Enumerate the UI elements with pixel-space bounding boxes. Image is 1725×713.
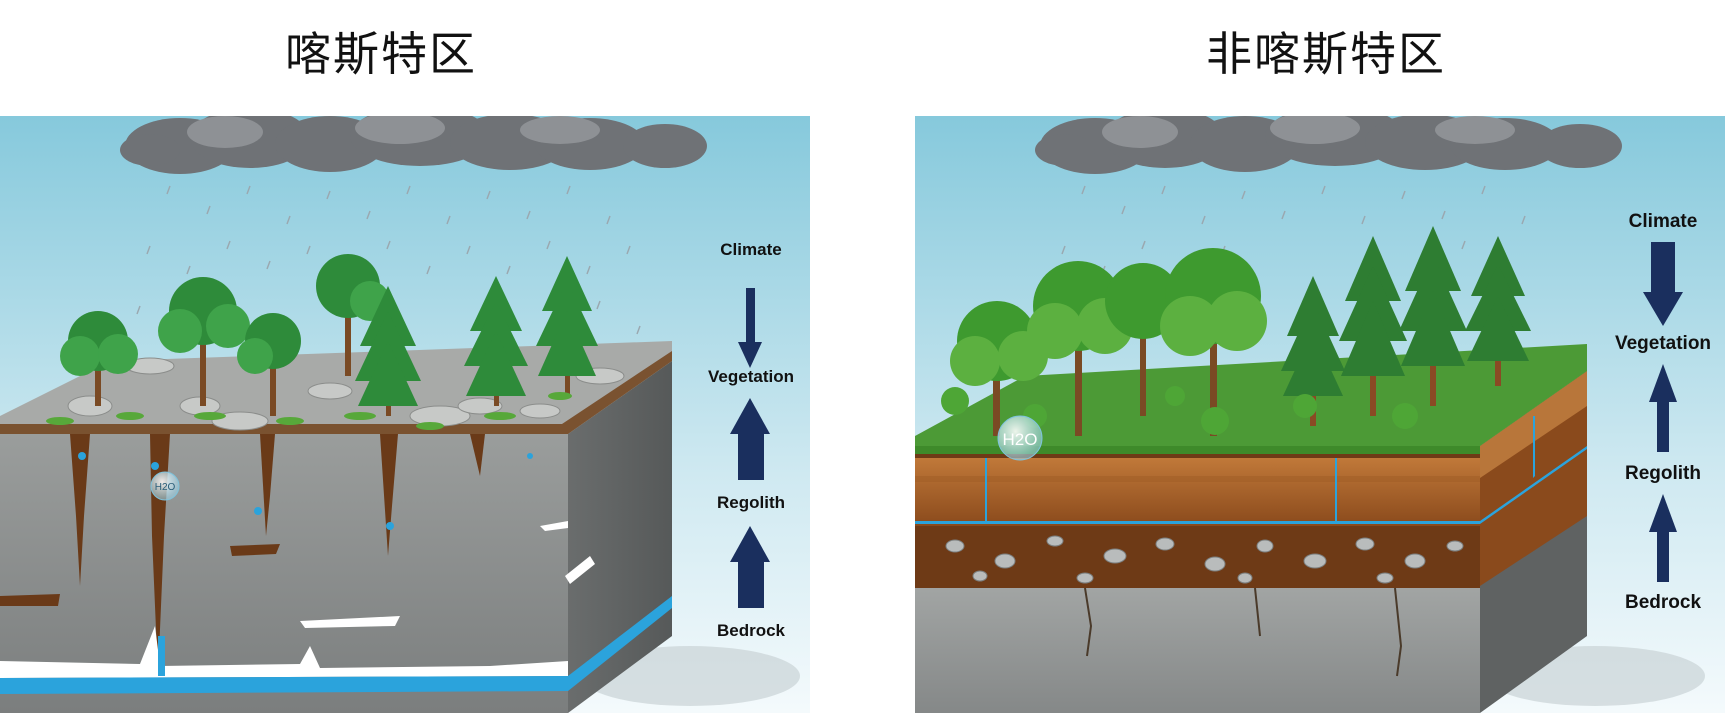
svg-text:H2O: H2O [155,482,176,493]
label-regolith: Regolith [1625,463,1701,484]
forest-trees [950,226,1531,436]
left-panel-title: 喀斯特区 [285,27,477,81]
label-bedrock: Bedrock [1625,592,1701,613]
h2o-bubble-icon: H2O [150,471,180,501]
regolith-soil [915,456,1480,526]
arrow-up-icon [1649,364,1677,452]
underground-water [915,416,1587,524]
grass-surface [915,344,1587,456]
label-vegetation: Vegetation [708,367,794,386]
arrow-up-icon [730,398,770,480]
label-climate: Climate [1629,211,1698,232]
arrow-down-icon [1643,242,1683,326]
karst-caves [0,521,595,678]
bedrock-front [915,586,1480,713]
karst-trees [60,254,598,416]
label-regolith: Regolith [717,493,785,512]
underground-water [0,452,672,694]
right-panel-title: 非喀斯特区 [1206,27,1446,81]
label-vegetation: Vegetation [1615,333,1711,354]
regolith-stones [945,535,1464,584]
label-climate: Climate [720,240,781,259]
non-karst-diagram: H2O Climate Vegetation Regolith Bedrock [915,116,1725,713]
karst-diagram: H2O Climate Vegetation Regolith Bedrock [0,116,810,713]
h2o-bubble-icon: H2O [997,415,1043,461]
svg-text:H2O: H2O [1003,430,1038,449]
arrow-up-icon [1649,494,1677,582]
arrow-down-icon [738,288,762,368]
arrow-up-icon [730,526,770,608]
label-bedrock: Bedrock [717,621,786,640]
